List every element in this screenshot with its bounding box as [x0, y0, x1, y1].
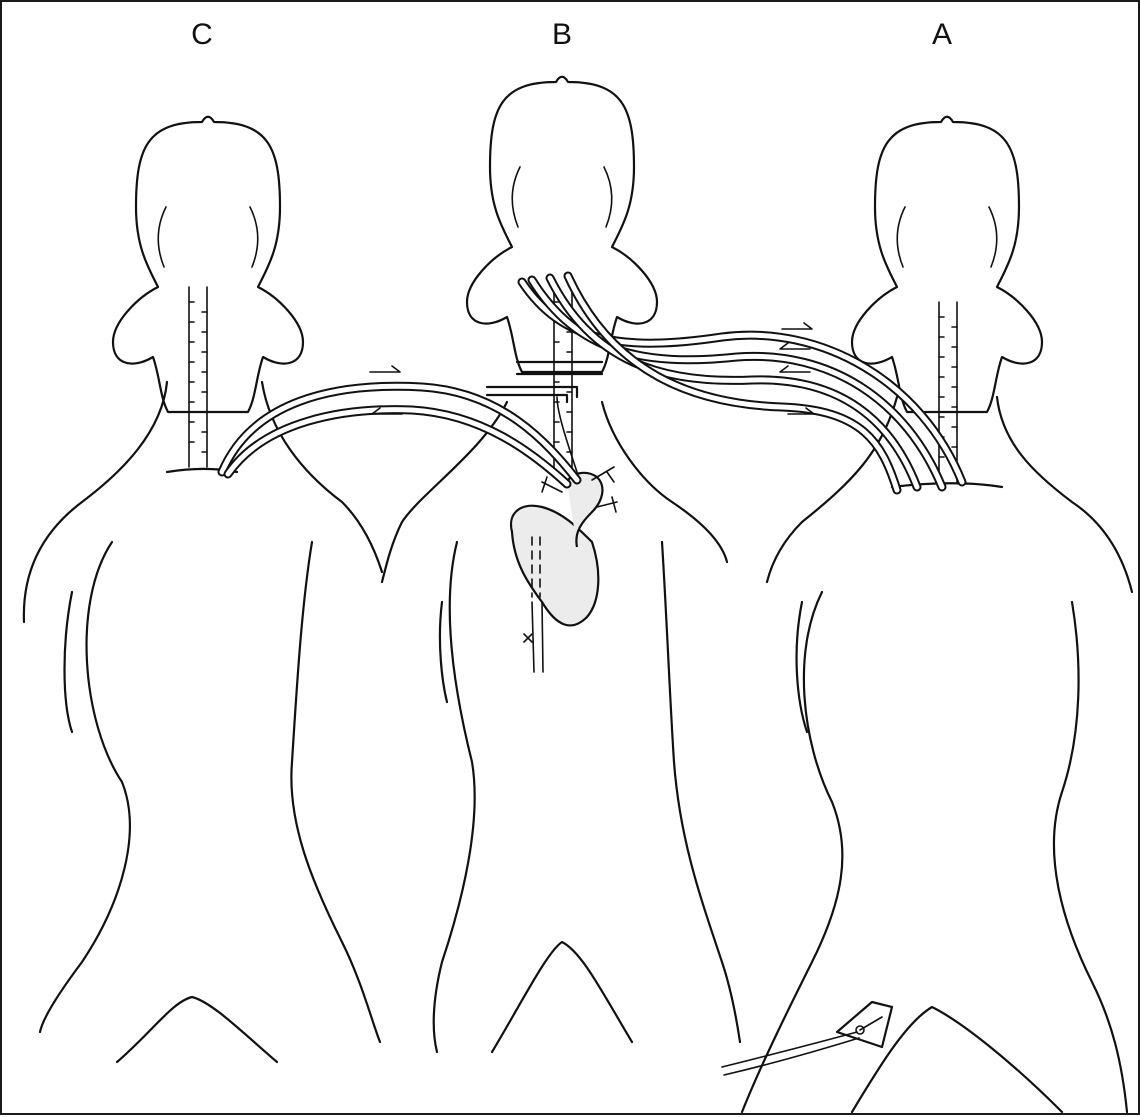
rat-head-c-icon — [113, 117, 303, 412]
animal-b — [382, 77, 740, 1052]
heart-icon — [511, 467, 617, 625]
rat-head-b-icon — [467, 77, 657, 372]
panel-label-b: B — [552, 18, 572, 51]
electrode-plate-icon — [722, 1002, 892, 1075]
panel-label-a: A — [932, 18, 952, 51]
panel-label-c: C — [191, 18, 213, 51]
rat-head-a-icon — [852, 117, 1042, 412]
tube-b-to-a — [522, 276, 962, 490]
animal-c — [24, 117, 382, 1062]
trachea-c-icon — [189, 287, 207, 467]
tube-c-to-b — [222, 386, 577, 484]
animal-a — [722, 117, 1132, 1112]
flow-arrow-right-c — [370, 366, 400, 372]
flow-arrow-right-a-1 — [782, 323, 812, 329]
